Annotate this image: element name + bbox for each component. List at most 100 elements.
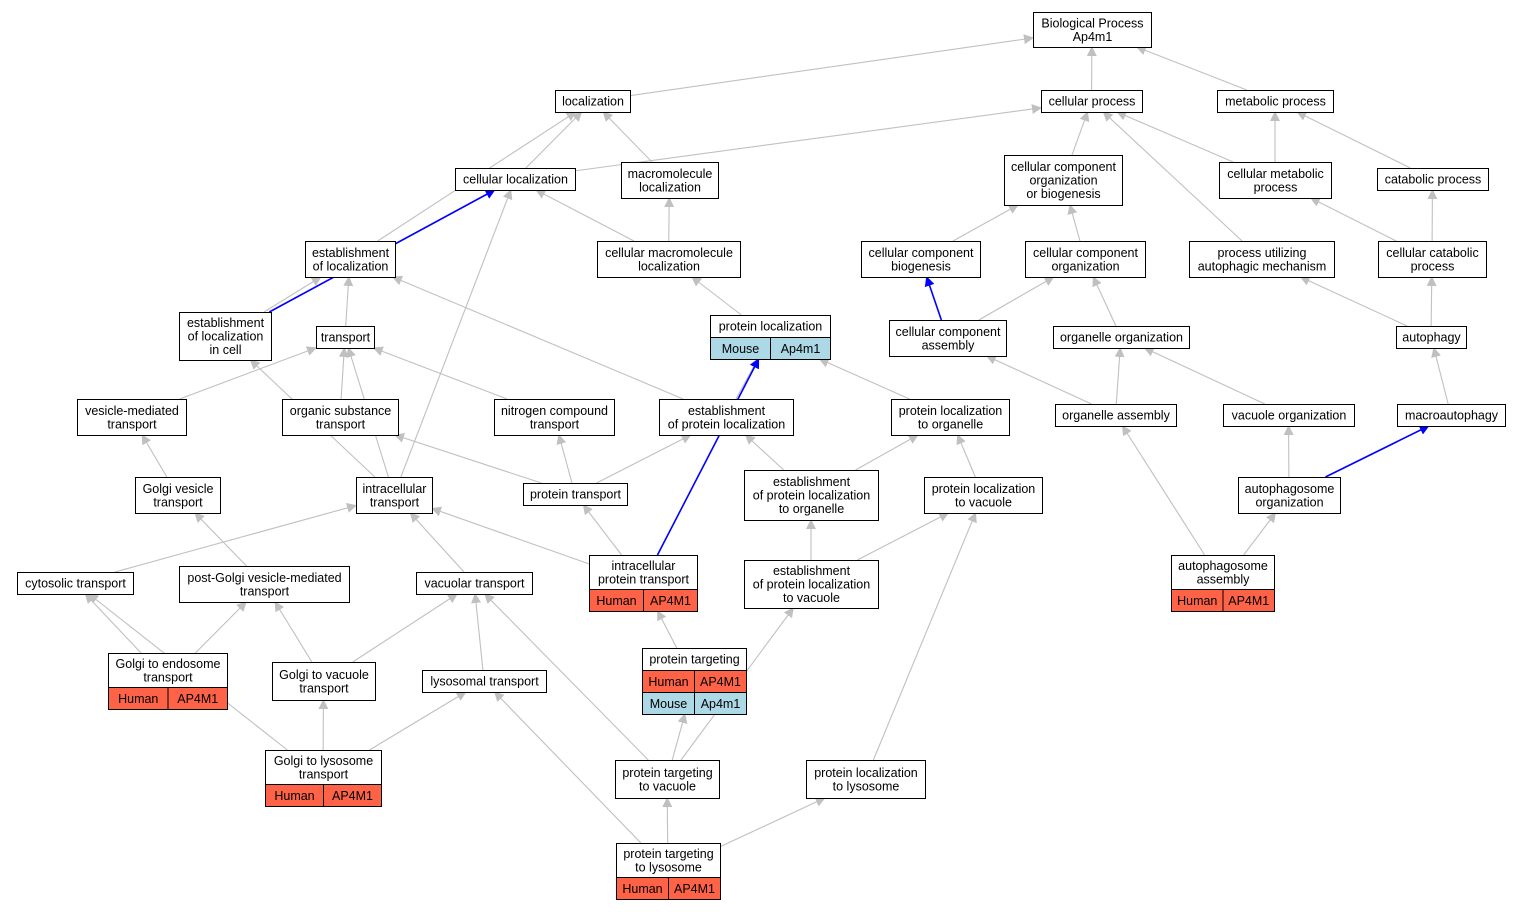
node-label-line: to organelle <box>918 417 983 431</box>
edge-apa-to-apo <box>1243 512 1277 556</box>
node-label-line: establishment <box>312 246 390 260</box>
node-label-line: establishment <box>187 316 265 330</box>
edge-catp-to-mp <box>1296 111 1411 169</box>
species-label: Human <box>1177 594 1217 608</box>
node-label-line: of protein localization <box>668 417 785 431</box>
species-label: Human <box>648 675 688 689</box>
node-label-line: cellular catabolic <box>1386 246 1478 260</box>
edge-mp-to-bp <box>1135 45 1248 91</box>
edge-puam-to-cp <box>1102 111 1243 242</box>
node-autoph[interactable]: autophagy <box>1396 326 1467 349</box>
node-loc[interactable]: localization <box>555 90 631 113</box>
node-label-line: cellular component <box>896 325 1001 339</box>
node-label-line: lysosomal transport <box>430 675 539 689</box>
node-box <box>1377 168 1489 191</box>
edge-cmloc-to-mloc <box>664 197 675 242</box>
node-orgo[interactable]: organelle organization <box>1053 326 1190 349</box>
node-transport[interactable]: transport <box>316 326 375 349</box>
node-cl[interactable]: cellular localization <box>455 168 576 191</box>
node-catp[interactable]: catabolic process <box>1377 168 1489 191</box>
node-box <box>1004 155 1123 206</box>
node-label-line: to vacuole <box>639 779 696 793</box>
node-lt[interactable]: lysosomal transport <box>422 670 547 693</box>
node-label-line: protein localization <box>932 482 1036 496</box>
node-vacorg[interactable]: vacuole organization <box>1223 404 1355 427</box>
node-box <box>1189 241 1335 278</box>
edge-mloc-to-loc <box>602 111 653 163</box>
node-ct[interactable]: cytosolic transport <box>17 572 134 595</box>
node-box <box>1053 326 1190 349</box>
node-label-line: process <box>1254 180 1298 194</box>
edge-apa-to-orga <box>1121 425 1206 556</box>
node-box <box>179 566 350 603</box>
edge-vacorg-to-orgo <box>1143 347 1266 405</box>
node-vt[interactable]: vacuolar transport <box>416 572 533 595</box>
node-box <box>135 477 221 514</box>
node-box <box>523 483 628 506</box>
species-label: Mouse <box>650 697 688 711</box>
node-box <box>1217 90 1334 113</box>
node-label-line: metabolic process <box>1225 95 1326 109</box>
node-label-line: localization <box>562 95 624 109</box>
edge-cl-to-loc <box>525 111 583 169</box>
edge-ipt-to-it <box>431 506 590 565</box>
node-box <box>265 750 382 785</box>
node-label-line: process <box>1411 259 1455 273</box>
node-box <box>1055 404 1177 427</box>
node-label-line: assembly <box>922 338 976 352</box>
node-label-line: or biogenesis <box>1026 187 1100 201</box>
node-cp[interactable]: cellular process <box>1041 90 1143 113</box>
node-mp[interactable]: metabolic process <box>1217 90 1334 113</box>
edge-nct-to-transport <box>372 346 508 400</box>
node-label-line: intracellular <box>363 482 427 496</box>
node-pt[interactable]: protein transport <box>523 483 628 506</box>
node-label-line: transport <box>370 495 420 509</box>
node-box <box>1025 241 1146 278</box>
edge-gtoe-to-ct <box>84 593 142 654</box>
node-label-line: organization <box>1051 259 1119 273</box>
node-label-line: macroautophagy <box>1405 409 1499 423</box>
node-box <box>615 760 720 799</box>
node-box <box>305 241 396 278</box>
node-box <box>77 399 187 436</box>
node-orga[interactable]: organelle assembly <box>1055 404 1177 427</box>
node-box <box>1238 477 1341 514</box>
species-label: Mouse <box>722 342 760 356</box>
node-macro[interactable]: macroautophagy <box>1397 404 1506 427</box>
node-box <box>889 320 1007 357</box>
